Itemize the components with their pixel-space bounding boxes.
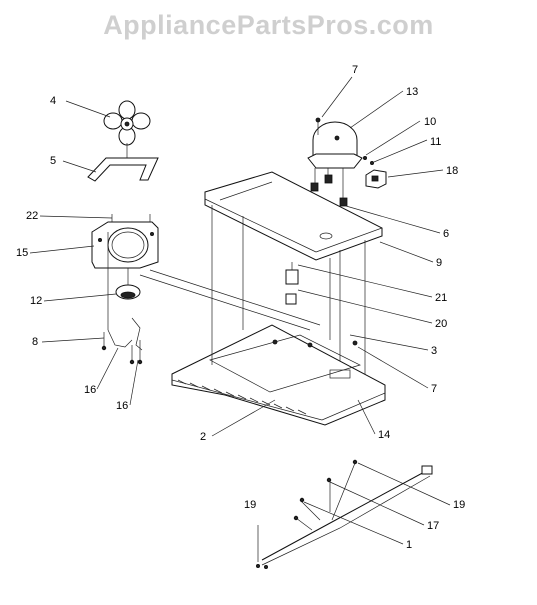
- callout-labels: 4 5 22 15 12 8 16 16 7 13 10 11 18 6 9 2…: [16, 64, 465, 551]
- callout-15: 15: [16, 247, 28, 259]
- compressor: [307, 117, 363, 169]
- connector-lines: [107, 232, 321, 331]
- top-cover: [204, 171, 383, 385]
- wire-harness: [255, 459, 433, 570]
- callout-19b: 19: [244, 499, 256, 511]
- callout-16b: 16: [116, 400, 128, 412]
- callout-19a: 19: [453, 499, 465, 511]
- watermark-logo: AppliancePartsPros.com: [103, 10, 434, 40]
- callout-4: 4: [50, 95, 56, 107]
- callout-13: 13: [406, 86, 418, 98]
- callout-9: 9: [436, 257, 442, 269]
- callout-5: 5: [50, 155, 56, 167]
- callout-8: 8: [32, 336, 38, 348]
- fan-blade: [103, 100, 151, 146]
- callout-6: 6: [443, 228, 449, 240]
- callout-10: 10: [424, 116, 436, 128]
- callout-11: 11: [430, 136, 441, 148]
- control-relay: [285, 262, 299, 305]
- base-pan: [171, 324, 386, 426]
- callout-7b: 7: [431, 383, 437, 395]
- motor-bracket: [101, 317, 143, 365]
- callout-18: 18: [446, 165, 458, 177]
- callout-20: 20: [435, 318, 447, 330]
- callout-1: 1: [406, 539, 412, 551]
- fan-motor: [115, 268, 141, 300]
- callout-22: 22: [26, 210, 38, 222]
- callout-12: 12: [30, 295, 42, 307]
- relay-overload: [362, 155, 387, 189]
- callout-14: 14: [378, 429, 390, 441]
- callout-16a: 16: [84, 384, 96, 396]
- leader-lines: [29, 76, 451, 545]
- callout-21: 21: [435, 292, 447, 304]
- callout-7a: 7: [352, 64, 358, 76]
- fan-bracket: [87, 143, 159, 182]
- callout-17: 17: [427, 520, 439, 532]
- fan-shroud: [91, 214, 159, 269]
- compressor-grommets: [310, 168, 348, 207]
- callout-3: 3: [431, 345, 437, 357]
- callout-2: 2: [200, 431, 206, 443]
